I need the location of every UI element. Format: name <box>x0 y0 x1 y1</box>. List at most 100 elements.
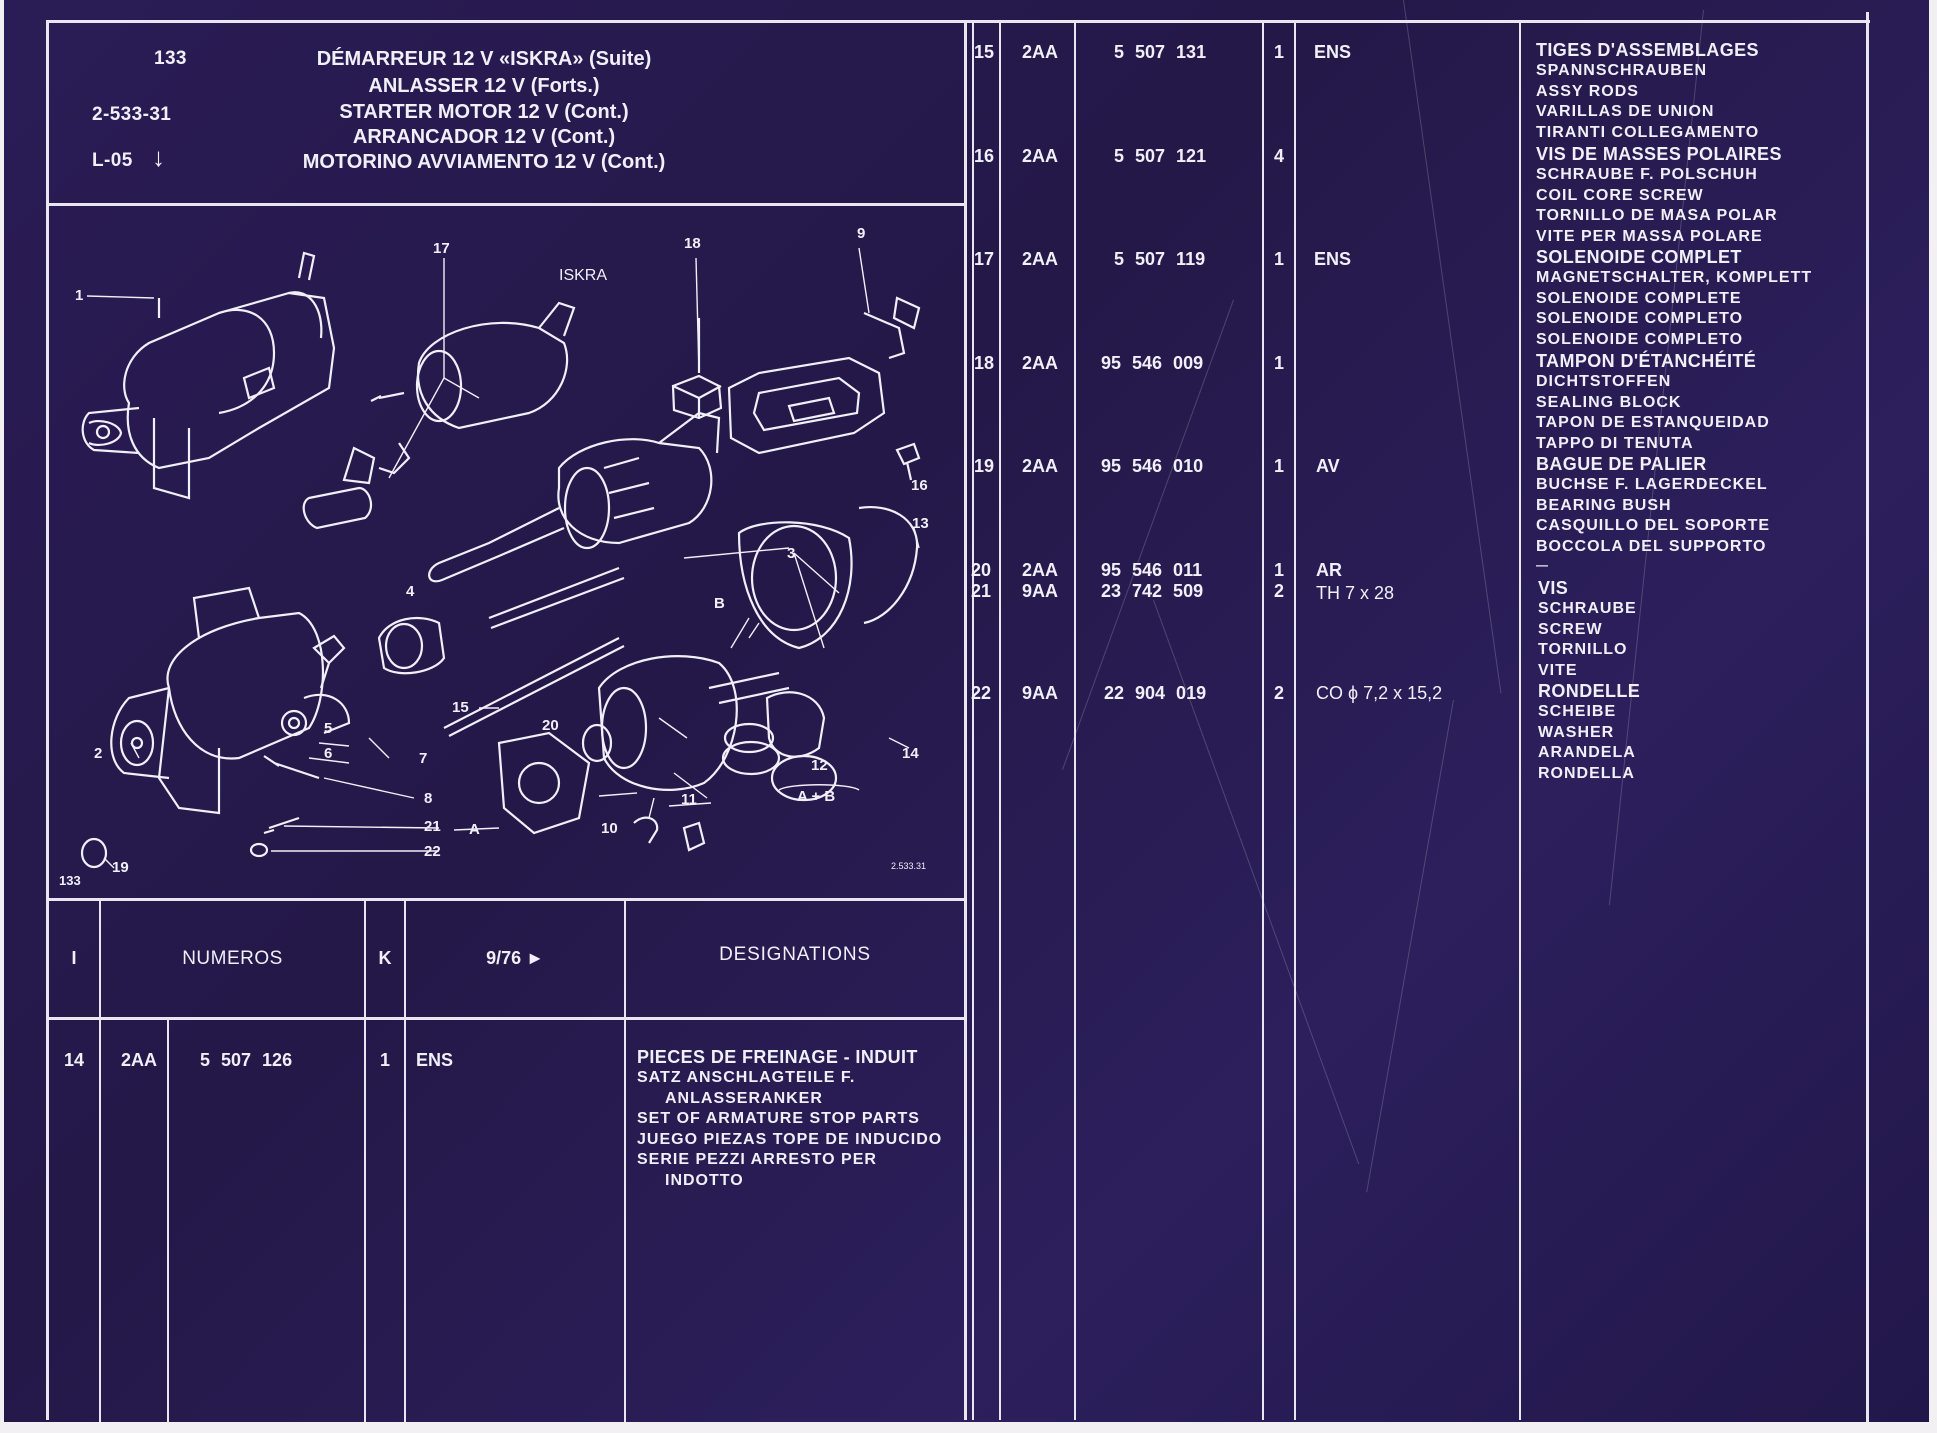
entry-group: 2AA <box>1022 249 1059 269</box>
desc-line: TAPPO DI TENUTA <box>1536 434 1694 452</box>
callout-b: B <box>714 595 725 612</box>
entry-qty: 1 <box>1274 249 1285 269</box>
desc-line: ARANDELA <box>1538 744 1636 761</box>
desc-line: SOLENOIDE COMPLETE <box>1536 289 1742 307</box>
desc-line: SEALING BLOCK <box>1536 393 1682 411</box>
callout-20: 20 <box>542 717 559 734</box>
col-header-i: I <box>71 948 77 968</box>
callout-11: 11 <box>681 791 697 808</box>
desc-line: SPANNSCHRAUBEN <box>1536 62 1708 79</box>
desc-line: BOCCOLA DEL SUPPORTO <box>1536 537 1767 555</box>
entry-group: 2AA <box>1022 42 1059 62</box>
entry-qty: 2 <box>1274 683 1285 703</box>
desc-title: VIS <box>1538 578 1569 598</box>
leader-lines <box>86 247 920 869</box>
left-col-line-4 <box>404 898 406 1422</box>
desc-line: MAGNETSCHALTER, KOMPLETT <box>1536 269 1813 286</box>
entry-group: 2AA <box>1022 353 1059 373</box>
entry-qty: 2 <box>1274 581 1285 601</box>
desc-line: ASSY RODS <box>1536 82 1639 100</box>
desc-line: SCHRAUBE <box>1538 600 1637 617</box>
callout-1: 1 <box>75 287 83 304</box>
entry-pos: 15 <box>974 42 995 62</box>
diagram-svg: 1 2 3 4 5 6 7 8 9 10 11 12 13 14 15 16 1… <box>59 225 929 888</box>
desc-line: SOLENOIDE COMPLETO <box>1536 330 1744 348</box>
entry-14-desc-line: SATZ ANSCHLAGTEILE F. <box>637 1069 856 1086</box>
entry-description: BAGUE DE PALIER BUCHSE F. LAGERDECKEL BE… <box>1536 454 1770 557</box>
entry-group: 2AA <box>1022 146 1059 166</box>
callout-6: 6 <box>324 745 332 762</box>
desc-title: SOLENOIDE COMPLET <box>1536 247 1742 267</box>
callout-18: 18 <box>684 235 701 252</box>
desc-line: WASHER <box>1538 723 1615 741</box>
entry-14-desc-title: PIECES DE FREINAGE - INDUIT <box>637 1047 918 1067</box>
callout-12: 12 <box>811 757 828 774</box>
entry-pos: 18 <box>974 353 995 373</box>
frame-right <box>1866 12 1869 1422</box>
frame-left <box>46 20 49 1420</box>
col-header-k: K <box>378 948 392 968</box>
parts-catalog-sheet: 133 2-533-31 L-05 ↓ DÉMARREUR 12 V «ISKR… <box>4 0 1929 1422</box>
callout-17: 17 <box>433 240 450 257</box>
entry-group: 2AA <box>1022 560 1059 580</box>
entry-14-desc-line: JUEGO PIEZAS TOPE DE INDUCIDO <box>637 1130 943 1148</box>
right-col-line-2 <box>1074 20 1076 1420</box>
diagram-bottom-line <box>46 898 966 901</box>
right-col-line-4 <box>1294 20 1296 1420</box>
callout-16: 16 <box>911 477 928 494</box>
entry-pos: 19 <box>974 456 995 476</box>
left-col-line-3 <box>364 898 366 1422</box>
entry-14-desc-line: INDOTTO <box>665 1171 744 1189</box>
callout-2: 2 <box>94 745 102 762</box>
desc-title: TAMPON D'ÉTANCHÉITÉ <box>1536 351 1757 371</box>
film-scratch <box>1403 0 1502 694</box>
entry-note: AV <box>1316 456 1340 476</box>
drawing-ref: 2.533.31 <box>891 861 926 871</box>
desc-line: SCHRAUBE F. POLSCHUH <box>1536 166 1758 183</box>
desc-line: TORNILLO <box>1538 641 1628 658</box>
frame-top <box>46 20 1870 23</box>
header-bottom-line <box>46 203 966 206</box>
desc-line: BEARING BUSH <box>1536 496 1672 514</box>
callout-3: 3 <box>787 545 795 562</box>
entry-desc-dash: — <box>1536 558 1548 572</box>
entry-part-no: 95 546 009 <box>1101 353 1204 373</box>
entry-14-description: PIECES DE FREINAGE - INDUIT SATZ ANSCHLA… <box>637 1047 942 1191</box>
callout-133: 133 <box>59 873 81 888</box>
callout-21: 21 <box>424 818 441 835</box>
desc-line: TORNILLO DE MASA POLAR <box>1536 207 1778 224</box>
frame-divider-main-b <box>972 20 974 1420</box>
desc-line: RONDELLA <box>1538 764 1635 782</box>
entry-part-no: 5 507 131 <box>1114 42 1207 62</box>
entry-14-desc-line: SET OF ARMATURE STOP PARTS <box>637 1110 920 1127</box>
callout-a: A <box>469 821 480 838</box>
title-line-es: ARRANCADOR 12 V (Cont.) <box>352 126 616 148</box>
title-line-de: ANLASSER 12 V (Forts.) <box>368 75 600 97</box>
entry-note: ENS <box>1314 249 1352 269</box>
entry-pos: 21 <box>971 581 992 601</box>
col-header-numeros: NUMEROS <box>182 948 283 969</box>
desc-line: VARILLAS DE UNION <box>1536 103 1715 120</box>
entry-part-no: 5 507 121 <box>1114 146 1207 166</box>
right-col-line-5 <box>1519 20 1521 1420</box>
ref-code: L-05 <box>92 150 133 171</box>
callout-labels: 1 2 3 4 5 6 7 8 9 10 11 12 13 14 15 16 1… <box>59 225 929 888</box>
entry-qty: 1 <box>1274 560 1285 580</box>
entry-qty: 1 <box>1274 456 1285 476</box>
col-header-date: 9/76 ► <box>486 948 544 968</box>
desc-line: BUCHSE F. LAGERDECKEL <box>1536 476 1768 493</box>
entry-part-no: 23 742 509 <box>1101 581 1204 601</box>
brand-label: ISKRA <box>559 267 607 284</box>
desc-line: COIL CORE SCREW <box>1536 186 1704 204</box>
callout-9: 9 <box>857 225 865 242</box>
brace-12 <box>778 784 860 791</box>
desc-line: TAPON DE ESTANQUEIDAD <box>1536 414 1770 431</box>
title-line-it: MOTORINO AVVIAMENTO 12 V (Cont.) <box>302 151 666 173</box>
callout-10: 10 <box>601 820 618 837</box>
left-col-line-1 <box>99 898 101 1422</box>
entry-14-group: 2AA <box>121 1050 158 1070</box>
entry-note: TH 7 x 28 <box>1316 583 1395 603</box>
group-code: 2-533-31 <box>92 104 172 125</box>
table-header-bottom-line <box>46 1017 966 1020</box>
desc-line: SCHEIBE <box>1538 703 1617 720</box>
